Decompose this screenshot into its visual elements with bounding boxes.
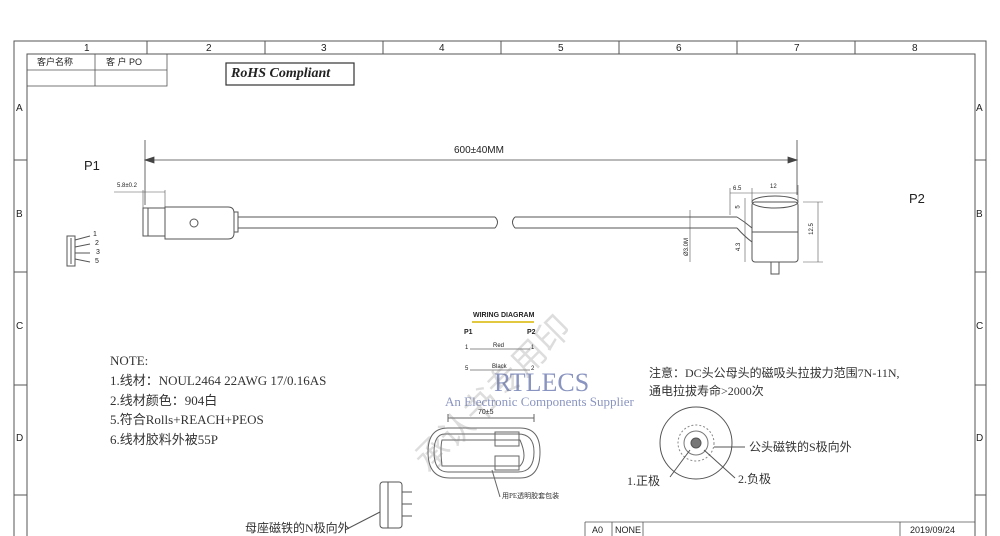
column-label: 5 — [558, 43, 564, 54]
p2-dim-d: 12.5 — [808, 223, 815, 235]
wiring-p2-label: P2 — [527, 329, 536, 336]
p2-connector-drawing — [736, 195, 799, 275]
title-block-date: 2019/09/24 — [910, 525, 956, 535]
row-label-right: C — [976, 321, 984, 332]
p1-side-view — [66, 235, 91, 267]
wiring-diagram-title: WIRING DIAGRAM — [473, 312, 535, 319]
wiring-p1-label: P1 — [464, 329, 473, 336]
port-p1-label: P1 — [84, 158, 100, 173]
notes-title: NOTE: — [110, 353, 149, 368]
row-label-right: D — [976, 433, 984, 444]
p2-dimensions — [689, 185, 823, 263]
row-label-left: B — [16, 209, 23, 220]
note-item: 1.线材：NOUL2464 22AWG 17/0.16AS — [110, 373, 327, 388]
female-magnet-label: 母座磁铁的N极向外 — [245, 521, 350, 535]
connector-face-view — [659, 406, 745, 480]
plug-width-label: 5.8±0.2 — [117, 183, 137, 189]
header-table — [26, 53, 168, 87]
length-dimension — [143, 140, 799, 205]
column-label: 1 — [84, 43, 90, 54]
rohs-label: RoHS Compliant — [231, 66, 331, 81]
wiring-row-right: 1 — [531, 345, 535, 351]
pin-number: 2 — [95, 240, 99, 247]
wiring-row-color: Black — [492, 364, 507, 370]
coiled-cable-drawing — [427, 414, 541, 498]
male-magnet-label: 公头磁铁的S极向外 — [749, 440, 852, 454]
p2-dim-e: 4.3 — [736, 242, 743, 252]
port-p2-label: P2 — [909, 191, 925, 206]
title-block — [584, 521, 975, 536]
title-block-scale: NONE — [615, 525, 642, 535]
note-item: 6.线材胶料外被55P — [110, 432, 218, 447]
drawing-frame — [13, 40, 987, 536]
row-label-right: A — [976, 103, 983, 114]
pin-number: 1 — [93, 231, 97, 238]
p1-plug-dim — [114, 190, 166, 208]
customer-name-label: 客户名称 — [37, 57, 74, 67]
p2-dim-a: 6.5 — [733, 186, 742, 192]
note-item: 2.线材颜色：904白 — [110, 393, 218, 408]
column-label: 3 — [321, 43, 327, 54]
column-label: 6 — [676, 43, 682, 54]
positive-label: 1.正极 — [627, 474, 661, 488]
wiring-row-color: Red — [493, 343, 505, 349]
note-item: 5.符合Rolls+REACH+PEOS — [110, 412, 264, 427]
packaging-label: 用PE透明胶套包装 — [502, 492, 560, 500]
p2-dim-b: 12 — [770, 184, 777, 190]
wiring-row-right: 2 — [531, 366, 535, 372]
bag-length-label: 70±5 — [478, 409, 494, 416]
caution-line-1: 注意：DC头公母头的磁吸头拉拔力范围7N-11N, — [649, 366, 900, 380]
row-label-right: B — [976, 209, 983, 220]
female-socket-drawing — [344, 481, 412, 531]
wiring-row-left: 1 — [465, 345, 469, 351]
wiring-row-left: 5 — [465, 366, 469, 372]
p2-dim-f: Ø3.0M — [684, 237, 691, 257]
row-label-left: A — [16, 103, 23, 114]
title-block-size: A0 — [592, 525, 604, 535]
watermark-brand: RTLECS — [494, 368, 590, 397]
pin-number: 5 — [95, 258, 99, 265]
column-label: 2 — [206, 43, 212, 54]
customer-po-label: 客 户 PO — [106, 57, 143, 67]
column-label: 7 — [794, 43, 800, 54]
column-label: 4 — [439, 43, 445, 54]
row-label-left: D — [16, 433, 24, 444]
caution-line-2: 通电拉拔寿命>2000次 — [649, 384, 764, 398]
rohs-box — [225, 62, 355, 86]
watermark-tagline: An Electronic Components Supplier — [445, 394, 634, 409]
p2-dim-c: 5 — [735, 205, 742, 209]
p1-connector-drawing — [142, 206, 737, 240]
row-label-left: C — [16, 321, 24, 332]
length-dimension-label: 600±40MM — [454, 145, 504, 156]
pin-number: 3 — [96, 249, 100, 256]
column-label: 8 — [912, 43, 918, 54]
wiring-diagram-lines — [470, 321, 534, 371]
negative-label: 2.负极 — [738, 472, 772, 486]
